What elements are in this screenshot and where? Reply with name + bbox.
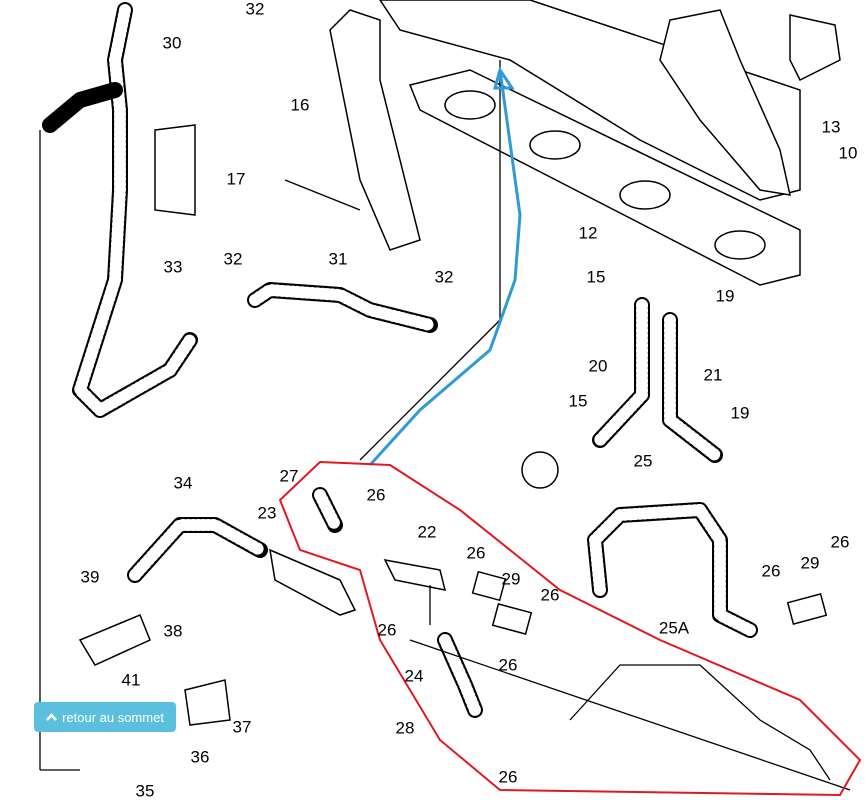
callout-label: 35 xyxy=(136,781,155,800)
callout-label: 30 xyxy=(163,33,182,52)
callout-label: 26 xyxy=(831,532,850,551)
highlight-red-outline xyxy=(278,460,862,797)
callout-label: 27 xyxy=(280,466,299,485)
callout-label: 24 xyxy=(405,666,424,685)
callout-label: 33 xyxy=(164,257,183,276)
callout-label: 38 xyxy=(164,621,183,640)
callout-label: 25A xyxy=(659,618,690,637)
bracket-16 xyxy=(329,9,421,251)
callout-label: 32 xyxy=(224,249,243,268)
callout-label: 17 xyxy=(227,169,246,188)
intake-manifold xyxy=(379,0,801,201)
valve-22 xyxy=(383,558,447,591)
callout-label: 26 xyxy=(467,543,486,562)
callout-label: 12 xyxy=(579,223,598,242)
callout-label: 20 xyxy=(589,356,608,375)
clamp-36 xyxy=(184,679,231,726)
callout-label: 28 xyxy=(396,718,415,737)
caret-up-icon xyxy=(46,713,57,721)
callout-label: 19 xyxy=(716,286,735,305)
back-to-top-label: retour au sommet xyxy=(62,709,164,725)
callout-label: 31 xyxy=(329,249,348,268)
callout-label: 34 xyxy=(174,473,193,492)
callout-label: 26 xyxy=(762,561,781,580)
callout-label: 26 xyxy=(499,767,518,786)
callout-label: 26 xyxy=(541,585,560,604)
callout-label: 26 xyxy=(499,655,518,674)
callout-label: 25 xyxy=(634,451,653,470)
callout-label: 22 xyxy=(418,522,437,541)
clamp-33 xyxy=(154,124,196,216)
callout-label: 32 xyxy=(435,267,454,286)
callout-label: 21 xyxy=(704,365,723,384)
callout-label: 36 xyxy=(191,747,210,766)
diagram-drawing xyxy=(39,0,862,797)
callout-label: 39 xyxy=(81,567,100,586)
callout-label: 16 xyxy=(291,95,310,114)
callout-label: 15 xyxy=(569,391,588,410)
callout-label: 19 xyxy=(731,403,750,422)
callout-labels: 32 30 16 17 33 32 31 32 12 15 19 20 21 1… xyxy=(81,0,858,800)
callout-label: 15 xyxy=(587,267,606,286)
callout-label: 26 xyxy=(367,485,386,504)
callout-label: 10 xyxy=(839,143,858,162)
back-to-top-button[interactable]: retour au sommet xyxy=(34,702,176,732)
callout-label: 23 xyxy=(258,503,277,522)
callout-label: 32 xyxy=(246,0,265,18)
callout-label: 41 xyxy=(122,670,141,689)
highlight-blue-line xyxy=(368,69,522,467)
callout-label: 29 xyxy=(801,553,820,572)
callout-label: 29 xyxy=(502,569,521,588)
callout-label: 26 xyxy=(378,620,397,639)
callout-label: 37 xyxy=(233,717,252,736)
callout-label: 13 xyxy=(822,117,841,136)
